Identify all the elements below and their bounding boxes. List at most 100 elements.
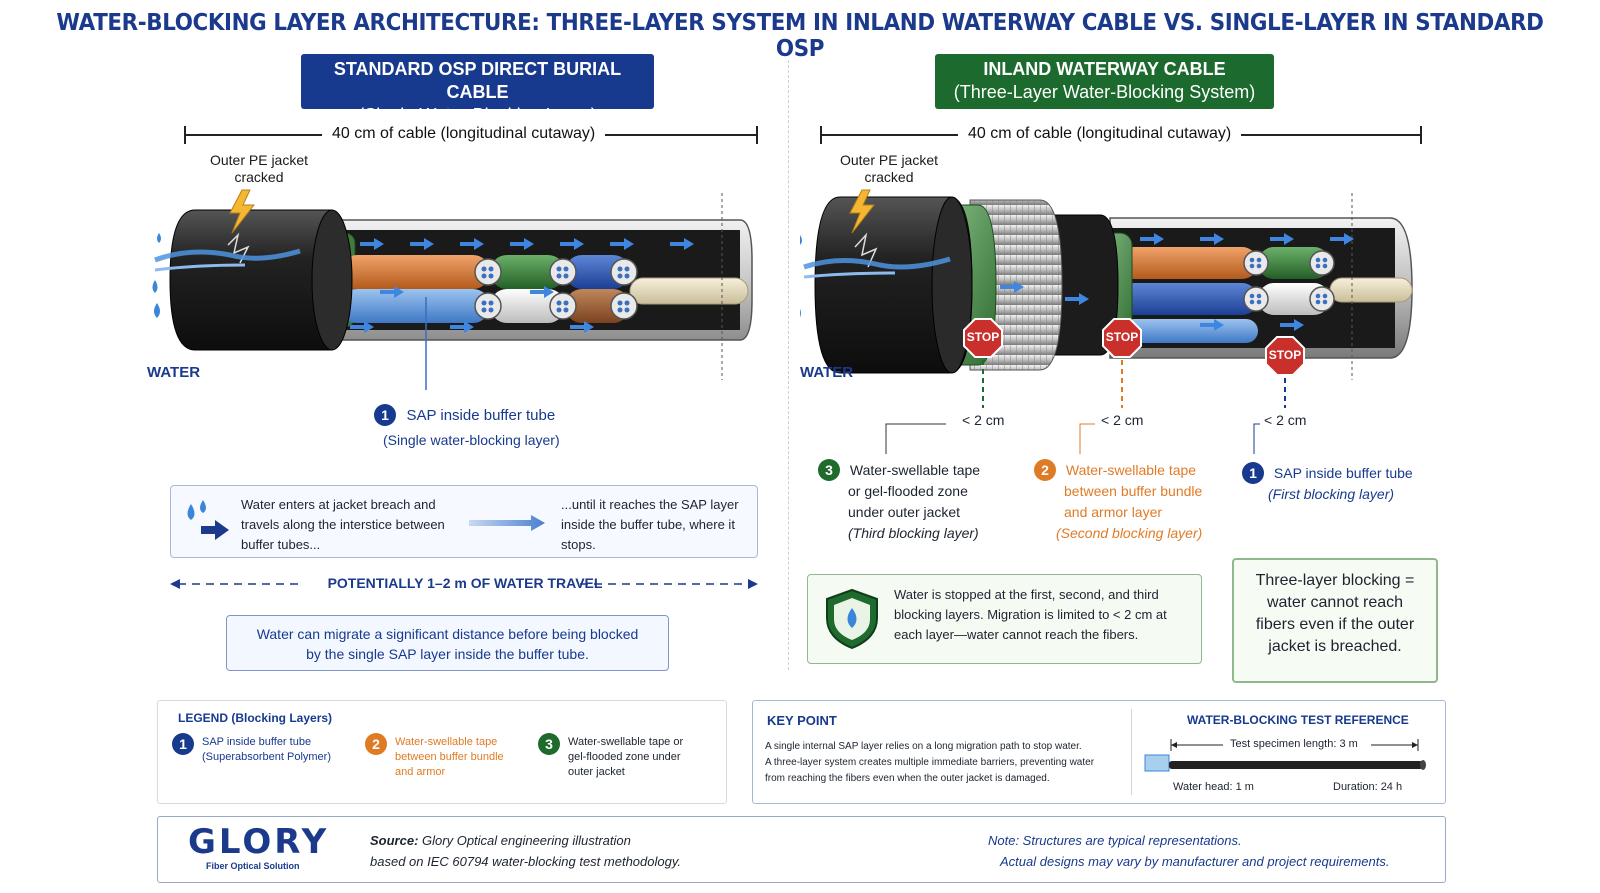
legend-item-2: 2 Water-swellable tape between buffer bu… xyxy=(365,733,535,780)
legend-item-1-line1: SAP inside buffer tube xyxy=(202,736,312,748)
right-stopped-text: Water is stopped at the first, second, a… xyxy=(894,587,1167,642)
layer1-number: 1 xyxy=(1242,462,1264,484)
source-line2: based on IEC 60794 water-blocking test m… xyxy=(370,854,681,869)
layer1-line2: (First blocking layer) xyxy=(1268,486,1395,502)
logo-subtext: Fiber Optical Solution xyxy=(206,861,300,871)
right-jacket-label-line2: cracked xyxy=(864,169,914,185)
right-dim-tick-end xyxy=(1420,126,1422,144)
travel-text: POTENTIALLY 1–2 m OF WATER TRAVEL xyxy=(327,575,603,591)
left-panel-header: STANDARD OSP DIRECT BURIAL CABLE (Single… xyxy=(301,54,654,125)
legend-num-1: 1 xyxy=(172,733,194,755)
stop-sign-icon xyxy=(1265,336,1305,376)
left-callout-subtitle: (Single water-blocking layer) xyxy=(383,432,560,448)
center-divider xyxy=(788,60,789,670)
right-jacket-label: Outer PE jacket cracked xyxy=(826,152,952,186)
legend-title: LEGEND (Blocking Layers) xyxy=(178,711,333,725)
left-jacket-label-line2: cracked xyxy=(234,169,284,185)
layer2-line2: between buffer bundle xyxy=(1064,483,1203,499)
source-label: Source: xyxy=(370,833,419,848)
logo-text: GLORY xyxy=(188,822,330,862)
distance-label-2: < 2 cm xyxy=(1101,412,1144,428)
layer2-callout: 2 Water-swellable tape between buffer bu… xyxy=(1034,459,1234,544)
left-summary-box: Water can migrate a significant distance… xyxy=(226,615,669,671)
stop-sign-2: STOP xyxy=(1102,318,1142,358)
note-line1: Note: Structures are typical representat… xyxy=(988,833,1242,848)
water-drop-icon xyxy=(187,500,229,540)
layer3-line3: under outer jacket xyxy=(848,504,961,520)
stop-sign-2-label: STOP xyxy=(1105,330,1139,344)
shield-water-icon xyxy=(826,588,878,650)
testref-title: WATER-BLOCKING TEST REFERENCE xyxy=(1187,713,1409,727)
stop-sign-1: STOP xyxy=(1265,336,1305,376)
left-flow-box: Water enters at jacket breach and travel… xyxy=(170,485,758,558)
keypoint-title: KEY POINT xyxy=(767,713,837,728)
note-line2: Actual designs may vary by manufacturer … xyxy=(1000,854,1390,869)
left-callout: 1 SAP inside buffer tube xyxy=(374,404,574,426)
legend-item-2-line3: and armor xyxy=(395,766,446,778)
footer-note: Note: Structures are typical representat… xyxy=(988,830,1389,872)
layer2-number: 2 xyxy=(1034,459,1056,481)
layer3-line4: (Third blocking layer) xyxy=(848,525,979,541)
keypoint-divider xyxy=(1131,709,1132,795)
footer: GLORY Fiber Optical Solution Source: Glo… xyxy=(157,816,1446,883)
stop-sign-icon xyxy=(963,318,1003,358)
legend-item-1: 1 SAP inside buffer tube (Superabsorbent… xyxy=(172,733,342,765)
keypoint-line1: A single internal SAP layer relies on a … xyxy=(765,741,1082,752)
right-header-title: INLAND WATERWAY CABLE xyxy=(983,59,1226,79)
flow-arrow-icon xyxy=(469,515,545,531)
legend-item-2-line1: Water-swellable tape xyxy=(395,736,498,748)
legend-box: LEGEND (Blocking Layers) 1 SAP inside bu… xyxy=(157,700,727,804)
legend-item-2-line2: between buffer bundle xyxy=(395,751,504,763)
left-callout-title: SAP inside buffer tube xyxy=(406,407,556,424)
layer3-line2: or gel-flooded zone xyxy=(848,483,968,499)
left-jacket-label-line1: Outer PE jacket xyxy=(209,152,309,168)
legend-item-3-line1: Water-swellable tape or xyxy=(568,736,684,748)
layer2-line3: and armor layer xyxy=(1064,504,1163,520)
legend-item-3-line2: gel-flooded zone under xyxy=(568,751,681,763)
legend-item-1-line2: (Superabsorbent Polymer) xyxy=(202,751,332,763)
right-dim-label: 40 cm of cable (longitudinal cutaway) xyxy=(958,125,1242,143)
left-flow-text-1: Water enters at jacket breach and travel… xyxy=(241,497,445,552)
distance-label-3: < 2 cm xyxy=(962,412,1005,428)
left-header-title: STANDARD OSP DIRECT BURIAL CABLE xyxy=(333,59,622,102)
testref-duration: Duration: 24 h xyxy=(1333,781,1403,793)
testref-length: Test specimen length: 3 m xyxy=(1227,738,1361,750)
source-line1: Glory Optical engineering illustration xyxy=(422,833,631,848)
layer3-line1: Water-swellable tape xyxy=(849,462,981,478)
keypoint-line2: A three-layer system creates multiple im… xyxy=(765,757,1095,768)
layer2-line1: Water-swellable tape xyxy=(1065,462,1197,478)
left-dim-tick-end xyxy=(756,126,758,144)
travel-arrow xyxy=(170,579,758,589)
right-three-layer-box: Three-layer blocking = water cannot reac… xyxy=(1232,558,1438,683)
keypoint-box: KEY POINT A single internal SAP layer re… xyxy=(752,700,1446,804)
right-cable-illustration xyxy=(800,189,1413,380)
layer1-line1: SAP inside buffer tube xyxy=(1273,465,1413,481)
right-header-subtitle: (Three-Layer Water-Blocking System) xyxy=(953,82,1256,102)
stop-sign-3: STOP xyxy=(963,318,1003,358)
left-summary-text: Water can migrate a significant distance… xyxy=(256,626,639,662)
keypoint-line3: from reaching the fibers even when the o… xyxy=(765,773,1050,784)
legend-item-3: 3 Water-swellable tape or gel-flooded zo… xyxy=(538,733,718,780)
left-dim-label: 40 cm of cable (longitudinal cutaway) xyxy=(322,125,606,143)
left-water-label: WATER xyxy=(147,364,201,381)
right-stopped-box: Water is stopped at the first, second, a… xyxy=(807,574,1202,664)
keypoint-text: A single internal SAP layer relies on a … xyxy=(765,739,1125,787)
right-jacket-label-line1: Outer PE jacket xyxy=(839,152,939,168)
testref-head: Water head: 1 m xyxy=(1173,781,1254,793)
left-callout-number: 1 xyxy=(374,404,396,426)
left-cable-illustration xyxy=(152,189,753,390)
layer1-callout: 1 SAP inside buffer tube (First blocking… xyxy=(1242,462,1442,505)
right-panel-header: INLAND WATERWAY CABLE (Three-Layer Water… xyxy=(935,54,1274,109)
right-water-label: WATER xyxy=(800,364,854,381)
glory-logo: GLORY Fiber Optical Solution xyxy=(188,823,338,871)
stop-sign-1-label: STOP xyxy=(1268,348,1302,362)
three-layer-text: Three-layer blocking = water cannot reac… xyxy=(1255,572,1415,655)
legend-num-3: 3 xyxy=(538,733,560,755)
page-title: WATER-BLOCKING LAYER ARCHITECTURE: THREE… xyxy=(56,10,1544,62)
stop-sign-icon xyxy=(1102,318,1142,358)
layer3-callout: 3 Water-swellable tape or gel-flooded zo… xyxy=(818,459,1008,544)
layer3-number: 3 xyxy=(818,459,840,481)
right-leader-lines xyxy=(885,360,1286,454)
footer-source: Source: Glory Optical engineering illust… xyxy=(370,830,681,872)
layer2-line4: (Second blocking layer) xyxy=(1056,525,1203,541)
